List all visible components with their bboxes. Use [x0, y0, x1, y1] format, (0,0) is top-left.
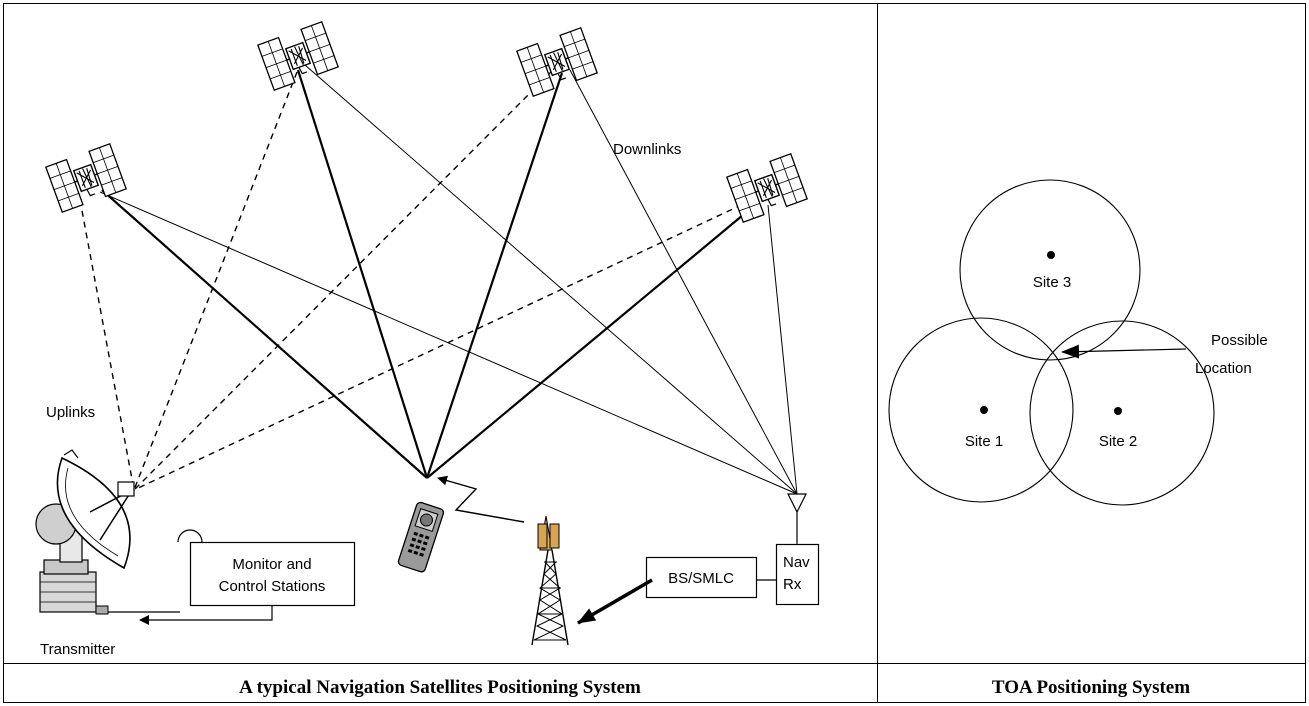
uplinks	[79, 71, 753, 491]
monitor-label-line1: Monitor and	[232, 556, 311, 573]
site-1-dot	[980, 406, 988, 414]
satellite-icon	[726, 153, 808, 223]
frame	[3, 3, 1306, 703]
site-2-label: Site 2	[1099, 433, 1137, 450]
monitor-to-transmitter-arrow	[139, 606, 273, 625]
toa-circles	[888, 179, 1215, 506]
bs-smlc-box: BS/SMLC	[645, 556, 758, 599]
possible-location-arrow	[1061, 344, 1187, 359]
bs-smlc-label: BS/SMLC	[668, 570, 734, 587]
site-3-dot	[1047, 251, 1055, 259]
radio-link-arrow	[437, 475, 525, 523]
right-caption: TOA Positioning System	[992, 677, 1190, 698]
antenna-icon	[787, 493, 807, 544]
mobile-phone-icon	[397, 501, 445, 573]
nav-rx-label-line2: Rx	[783, 576, 802, 593]
site-3-label: Site 3	[1033, 274, 1071, 291]
downlinks-to-mobile	[101, 69, 756, 479]
ground-antenna-icon	[35, 449, 180, 615]
monitor-label-line2: Control Stations	[219, 578, 326, 595]
nav-rx-label-line1: Nav	[783, 554, 810, 571]
site-1-label: Site 1	[965, 433, 1003, 450]
satellite-icon	[257, 21, 339, 91]
site-2-dot	[1114, 407, 1122, 415]
possible-location-label-line1: Possible	[1211, 332, 1268, 349]
base-station-tower-icon	[531, 515, 569, 646]
uplinks-label: Uplinks	[46, 404, 95, 421]
downlinks-label: Downlinks	[613, 141, 681, 158]
nav-rx-box: Nav Rx	[775, 543, 820, 606]
transmitter-label: Transmitter	[40, 641, 115, 658]
bs-smlc-to-tower-arrow	[577, 578, 653, 625]
possible-location-label-line2: Location	[1195, 360, 1252, 377]
left-caption: A typical Navigation Satellites Position…	[239, 677, 641, 698]
monitor-control-station: Monitor and Control Stations	[177, 529, 356, 607]
